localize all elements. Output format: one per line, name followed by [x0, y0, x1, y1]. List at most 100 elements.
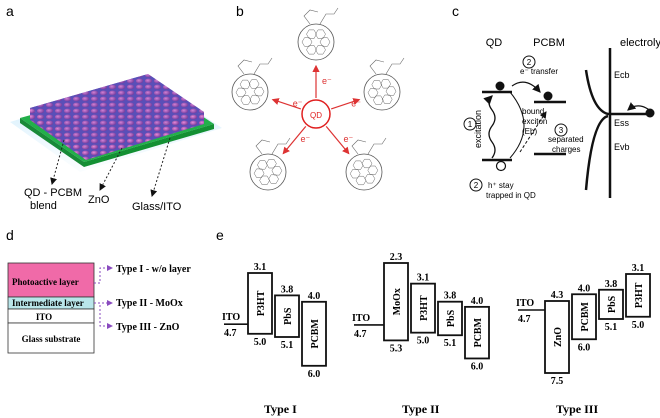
- type-iii-label: Type III - ZnO: [116, 322, 180, 333]
- electron-label: e⁻: [343, 134, 353, 144]
- label-eb: (Eb): [522, 127, 537, 136]
- lumo-value: 3.1: [254, 262, 267, 273]
- ito-value: 4.7: [518, 314, 531, 325]
- homo-value: 6.0: [308, 369, 321, 380]
- material-label: P3HT: [419, 295, 430, 321]
- energy-diagram-3: ITO4.74.37.5ZnO4.06.0PCBM3.85.1PbS3.15.0…: [516, 263, 651, 416]
- panel-label-a: a: [6, 3, 14, 19]
- qd-label: QD: [310, 111, 322, 120]
- svg-text:3: 3: [559, 126, 564, 135]
- photoactive-layer: [7, 262, 95, 298]
- homo-value: 5.1: [444, 338, 457, 349]
- material-label: PCBM: [310, 319, 321, 349]
- svg-text:1: 1: [468, 120, 473, 129]
- label-evb: Evb: [614, 142, 630, 152]
- label-ess: Ess: [614, 118, 630, 128]
- panel-label-b: b: [236, 3, 244, 19]
- label-bound: bound: [522, 107, 544, 116]
- lumo-value: 3.8: [605, 279, 618, 290]
- electron-label: e⁻: [351, 98, 361, 108]
- layer-glass: Glass substrate: [22, 334, 81, 344]
- label-ecb: Ecb: [614, 70, 630, 80]
- homo-value: 5.0: [632, 320, 645, 331]
- material-label: PbS: [283, 307, 294, 325]
- energy-level-box: [544, 300, 570, 374]
- homo-value: 5.1: [281, 340, 294, 351]
- ito-value: 4.7: [354, 329, 367, 340]
- label-blend: blend: [30, 200, 57, 212]
- panel-a-device: [10, 74, 222, 172]
- energy-level-box: [274, 294, 300, 338]
- type-ii-label: Type II - MoOx: [116, 298, 183, 309]
- electron-transfer-arrow: [325, 125, 350, 155]
- hole: [495, 160, 507, 172]
- panel-label-d: d: [6, 227, 14, 243]
- conduction-band-curve: [584, 69, 650, 116]
- electron-transfer-arrow: [271, 98, 302, 110]
- electron-electrolyte: [645, 108, 655, 118]
- pcbm-molecule: [231, 57, 273, 111]
- label-zno: ZnO: [88, 194, 110, 206]
- material-label: PbS: [446, 309, 457, 327]
- electron-transfer-arrow: [330, 98, 361, 110]
- homo-value: 5.0: [417, 336, 430, 347]
- svg-text:2: 2: [474, 181, 479, 190]
- lumo-value: 4.0: [578, 283, 591, 294]
- qd-circle: [301, 99, 331, 129]
- lumo-value: 4.0: [308, 291, 321, 302]
- lumo-value: 3.1: [417, 273, 430, 284]
- label-qd-pcbm: QD - PCBM: [24, 187, 82, 199]
- energy-level-box: [383, 262, 409, 342]
- label-glass-ito: Glass/ITO: [132, 201, 182, 213]
- label-exciton: exciton: [522, 117, 547, 126]
- ito-value: 4.7: [224, 328, 237, 339]
- layer-ito: ITO: [36, 312, 52, 322]
- energy-level-box: [437, 300, 463, 337]
- layer-intermediate: Intermediate layer: [12, 298, 84, 308]
- electron-label: e⁻: [322, 76, 332, 86]
- pcbm-molecule: [249, 137, 291, 191]
- material-label: PCBM: [580, 301, 591, 331]
- material-label: P3HT: [634, 282, 645, 308]
- homo-value: 6.0: [471, 361, 484, 372]
- step-markers: 1 2 2 3: [463, 55, 568, 192]
- label-electrolyte: electrolyte: [620, 37, 660, 49]
- pcbm-molecule: [345, 137, 387, 191]
- material-label: ZnO: [553, 327, 564, 347]
- lumo-value: 4.3: [551, 290, 564, 301]
- electron-pcbm: [543, 91, 553, 101]
- energy-level-box: [464, 305, 490, 360]
- electron-label: e⁻: [301, 134, 311, 144]
- electron-transfer-arrow: [282, 125, 307, 155]
- lumo-value: 3.1: [632, 263, 645, 274]
- energy-diagram-1: ITO 4.7 3.1 5.0 P3HT 3.8 5.1 PbS 4.0 6.0 PCBM Type …: [222, 262, 327, 416]
- pcbm-molecule: [363, 57, 405, 111]
- panel-label-c: c: [452, 3, 459, 19]
- panel-e-energy-diagrams: ITO 4.7 3.1 5.0 P3HT 3.8 5.1 PbS 4.0 6.0 PCBM Type …: [222, 252, 651, 416]
- material-label: PCBM: [473, 317, 484, 347]
- label-separated: separated: [548, 135, 584, 144]
- homo-value: 5.0: [254, 337, 267, 348]
- lumo-value: 4.0: [471, 296, 484, 307]
- homo-value: 6.0: [578, 342, 591, 353]
- diagram-caption: Type III: [556, 402, 598, 416]
- type-i-label: Type I - w/o layer: [116, 264, 191, 275]
- svg-text:2: 2: [527, 58, 532, 67]
- material-label: PbS: [607, 295, 618, 313]
- electron-qd: [495, 81, 505, 91]
- panel-b-qd-pcbm: e⁻e⁻e⁻e⁻e⁻: [231, 7, 405, 191]
- panel-label-e: e: [216, 227, 224, 243]
- label-excitation: excitation: [473, 110, 483, 148]
- lumo-value: 3.8: [444, 291, 457, 302]
- homo-value: 5.3: [390, 343, 403, 354]
- diagram-caption: Type I: [264, 402, 297, 416]
- lumo-value: 3.8: [281, 284, 294, 295]
- energy-level-box: [625, 273, 651, 318]
- material-label: P3HT: [256, 290, 267, 316]
- ito-label: ITO: [222, 312, 240, 323]
- label-e-transfer: e⁻ transfer: [520, 67, 558, 76]
- energy-level-box: [571, 293, 597, 341]
- label-qd: QD: [486, 37, 503, 49]
- ito-label: ITO: [516, 298, 534, 309]
